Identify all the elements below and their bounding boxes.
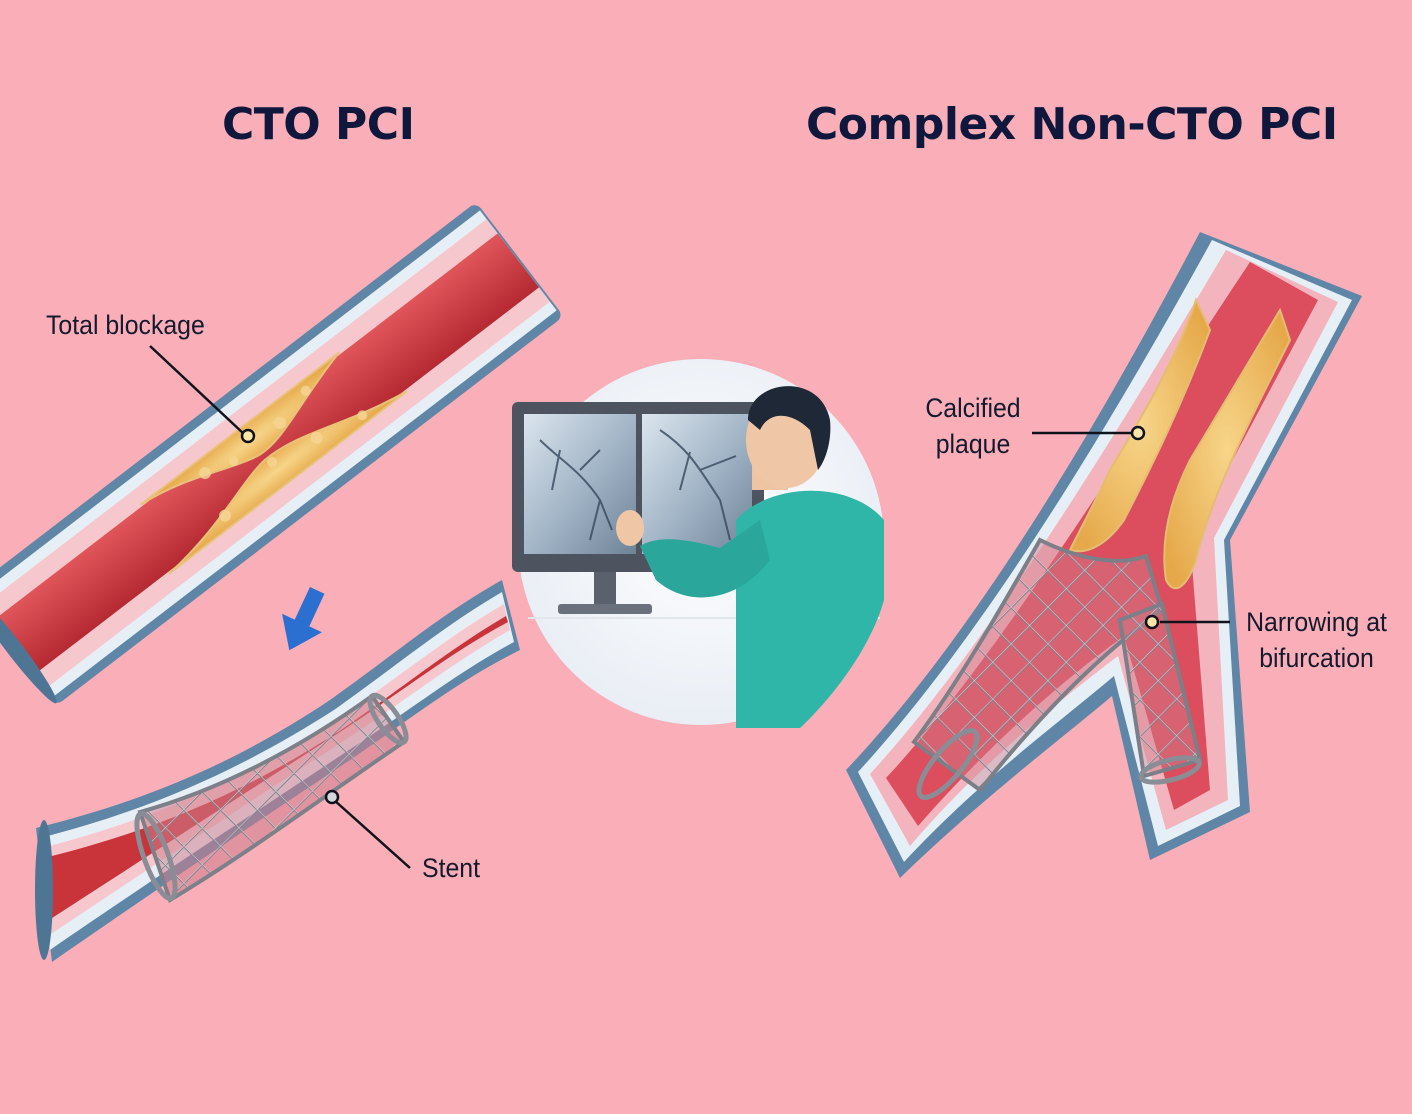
label-calcified-line1: Calcified bbox=[925, 393, 1021, 423]
label-narrowing-line1: Narrowing at bbox=[1246, 607, 1387, 637]
title-complex-non-cto-pci: Complex Non-CTO PCI bbox=[806, 99, 1338, 150]
label-calcified-line2: plaque bbox=[935, 429, 1011, 459]
physician-scene bbox=[512, 359, 884, 728]
bifurcation-vessel bbox=[846, 232, 1362, 878]
callout-calcified-plaque bbox=[1032, 425, 1146, 441]
callout-narrowing bbox=[1144, 614, 1230, 630]
cto-vessel-occluded bbox=[0, 205, 561, 704]
arrow-down-icon bbox=[282, 586, 325, 651]
label-total-blockage: Total blockage bbox=[46, 310, 205, 340]
title-cto-pci: CTO PCI bbox=[222, 99, 415, 150]
cto-vessel-stented bbox=[35, 580, 520, 962]
callout-total-blockage bbox=[149, 345, 256, 444]
callout-stent bbox=[324, 789, 411, 869]
label-calcified-plaque: Calcified plaque bbox=[911, 390, 1034, 462]
label-narrowing-line2: bifurcation bbox=[1259, 643, 1374, 673]
label-stent: Stent bbox=[422, 853, 481, 883]
label-narrowing-at-bifurcation: Narrowing at bifurcation bbox=[1246, 604, 1387, 676]
physician-figure bbox=[616, 386, 884, 728]
